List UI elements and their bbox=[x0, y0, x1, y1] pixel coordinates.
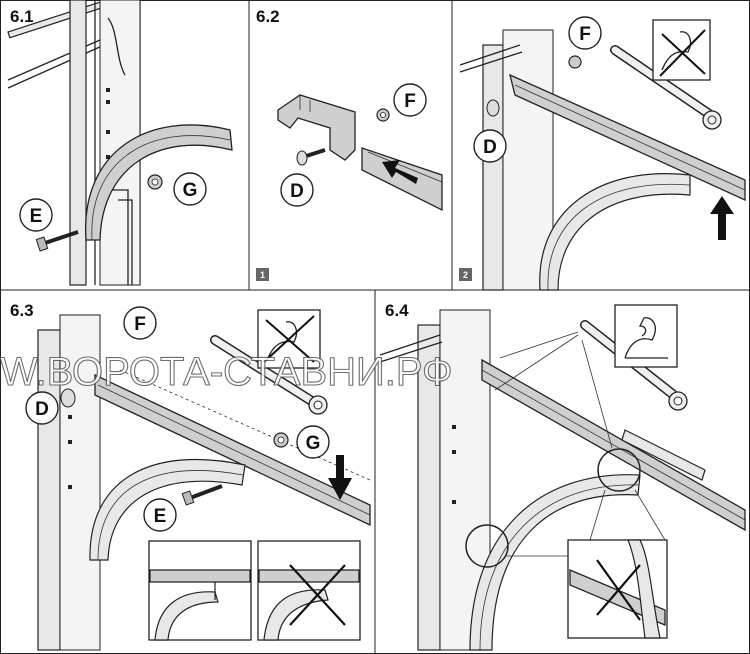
panel-6-1: 6.1 E G bbox=[7, 0, 233, 286]
part-label-d-63: D bbox=[35, 399, 49, 420]
watermark-text: W.ВОРОТА-СТАВНИ.РФ bbox=[0, 350, 453, 394]
wrench-icon bbox=[610, 45, 722, 130]
part-badge-e bbox=[19, 198, 53, 232]
sub-step-badge-2 bbox=[459, 268, 472, 281]
arrow-icon bbox=[328, 455, 352, 500]
cross-icon bbox=[289, 564, 346, 626]
arrow-icon bbox=[382, 160, 418, 184]
wrench-icon bbox=[210, 335, 328, 415]
zoom-circle-top bbox=[597, 448, 641, 492]
step-label-6-3: 6.3 bbox=[10, 301, 34, 320]
panel-6-4: 6.4 bbox=[379, 301, 746, 651]
part-badge-f-right bbox=[568, 16, 602, 50]
panel-6-3: 6.3 D F bbox=[10, 301, 371, 651]
step-label-6-1: 6.1 bbox=[10, 7, 34, 26]
arm-with-cross-icon bbox=[652, 19, 711, 81]
arm-with-cross-icon bbox=[257, 309, 321, 369]
part-label-d-left: D bbox=[290, 181, 304, 202]
nut-g bbox=[147, 174, 163, 190]
part-badge-g bbox=[173, 172, 207, 206]
part-badge-f-left bbox=[393, 83, 427, 117]
step-label-6-2: 6.2 bbox=[256, 7, 280, 26]
part-label-f-left: F bbox=[404, 91, 416, 112]
part-label-g: G bbox=[183, 180, 198, 201]
cross-icon bbox=[596, 559, 641, 621]
part-badge-d-left bbox=[280, 173, 314, 207]
step-label-6-4: 6.4 bbox=[385, 301, 409, 320]
sub-step-badge-1 bbox=[256, 268, 269, 281]
part-label-g-63: G bbox=[306, 433, 321, 454]
detail-inset-wrong-64 bbox=[567, 539, 668, 639]
part-label-d-right: D bbox=[483, 137, 497, 158]
part-label-f-right: F bbox=[579, 24, 591, 45]
arrow-icon bbox=[710, 196, 734, 240]
screw-e bbox=[35, 230, 79, 252]
part-badge-d-63 bbox=[25, 391, 59, 425]
part-badge-d-right bbox=[473, 129, 507, 163]
detail-inset-wrong bbox=[257, 540, 361, 641]
panel-6-2-left: 6.2 D F 1 bbox=[256, 7, 443, 281]
part-badge-f-63 bbox=[123, 306, 157, 340]
part-badge-e-63 bbox=[143, 498, 177, 532]
part-label-f-63: F bbox=[134, 314, 146, 335]
detail-inset-correct bbox=[148, 540, 252, 641]
panel-6-2-right: D F 2 bbox=[459, 16, 746, 291]
part-badge-g-63 bbox=[296, 425, 330, 459]
part-label-e: E bbox=[30, 206, 43, 227]
sub-step-label-2: 2 bbox=[463, 270, 468, 280]
flexed-arm-icon bbox=[614, 304, 678, 368]
sub-step-label-1: 1 bbox=[260, 270, 265, 280]
zoom-circle-bottom bbox=[465, 524, 509, 568]
part-label-e-63: E bbox=[154, 506, 167, 527]
